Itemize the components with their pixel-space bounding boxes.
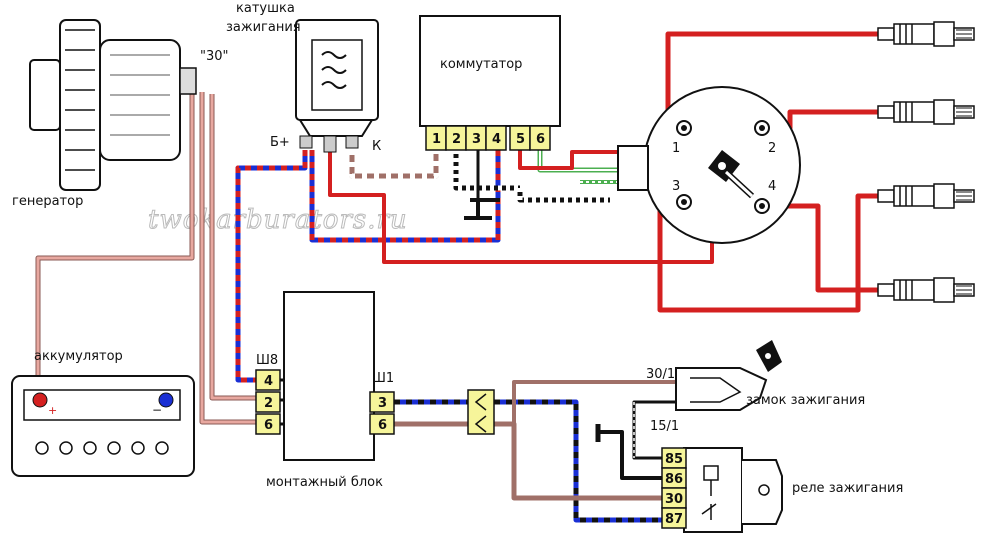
w8-label: Ш8 bbox=[256, 353, 278, 368]
spark-plug bbox=[877, 99, 975, 125]
watermark: twokarburators.ru bbox=[148, 205, 408, 235]
w8-pin: 4 bbox=[264, 374, 273, 389]
w1-pin: 3 bbox=[378, 396, 387, 411]
spark-plug bbox=[877, 183, 975, 209]
mount-block-label: монтажный блок bbox=[266, 475, 383, 490]
w8-pin: 6 bbox=[264, 418, 273, 433]
distributor-terminal: 4 bbox=[768, 179, 776, 194]
switch-label: замок зажигания bbox=[746, 393, 865, 408]
distributor-terminal: 1 bbox=[672, 141, 680, 156]
relay-pin: 87 bbox=[665, 512, 683, 527]
switch-15-1-label: 15/1 bbox=[650, 419, 679, 434]
connector bbox=[467, 389, 495, 435]
w8-pin: 2 bbox=[264, 396, 273, 411]
battery: аккумулятор + − bbox=[11, 349, 195, 477]
ignition-relay: 85 86 30 87 реле зажигания bbox=[661, 447, 903, 533]
battery-plus: + bbox=[48, 404, 57, 417]
relay-pin: 85 bbox=[665, 452, 683, 467]
generator: генератор bbox=[12, 19, 197, 209]
coil-b-label: Б+ bbox=[270, 135, 290, 150]
switch-30-1-label: 30/1 bbox=[646, 367, 675, 382]
commutator-pin: 1 bbox=[432, 132, 441, 147]
commutator: коммутатор 1 2 3 4 5 6 bbox=[419, 15, 561, 151]
generator-label: генератор bbox=[12, 194, 83, 209]
battery-label: аккумулятор bbox=[34, 349, 123, 364]
coil-label-text: зажигания bbox=[226, 20, 301, 35]
ignition-switch: 30/1 15/1 замок зажигания bbox=[646, 340, 865, 434]
ignition-coil: катушка зажигания "30" Б+ К bbox=[200, 1, 381, 154]
commutator-pin: 2 bbox=[452, 132, 461, 147]
commutator-pin: 4 bbox=[492, 132, 501, 147]
commutator-pins: 1 2 3 4 5 6 bbox=[425, 125, 551, 151]
distributor: 1 2 3 4 bbox=[617, 86, 801, 244]
mounting-block: Ш8 Ш1 4 2 6 3 6 монтажный блок bbox=[255, 291, 395, 490]
commutator-pin: 6 bbox=[536, 132, 545, 147]
w1-label: Ш1 bbox=[372, 371, 394, 386]
commutator-label: коммутатор bbox=[440, 57, 522, 72]
terminal-30-label: "30" bbox=[200, 49, 229, 64]
coil-label-line1: катушка bbox=[236, 1, 295, 16]
w1-pin: 6 bbox=[378, 418, 387, 433]
battery-minus: − bbox=[152, 403, 162, 417]
spark-plug bbox=[877, 21, 975, 47]
relay-pin: 86 bbox=[665, 472, 683, 487]
commutator-pin: 5 bbox=[516, 132, 525, 147]
spark-plugs bbox=[877, 21, 975, 303]
commutator-pin: 3 bbox=[472, 132, 481, 147]
relay-label: реле зажигания bbox=[792, 481, 903, 496]
coil-label: зажигания bbox=[226, 20, 301, 35]
relay-pin: 30 bbox=[665, 492, 683, 507]
distributor-terminal: 3 bbox=[672, 179, 680, 194]
coil-k-label: К bbox=[372, 139, 381, 154]
distributor-terminal: 2 bbox=[768, 141, 776, 156]
spark-plug bbox=[877, 277, 975, 303]
